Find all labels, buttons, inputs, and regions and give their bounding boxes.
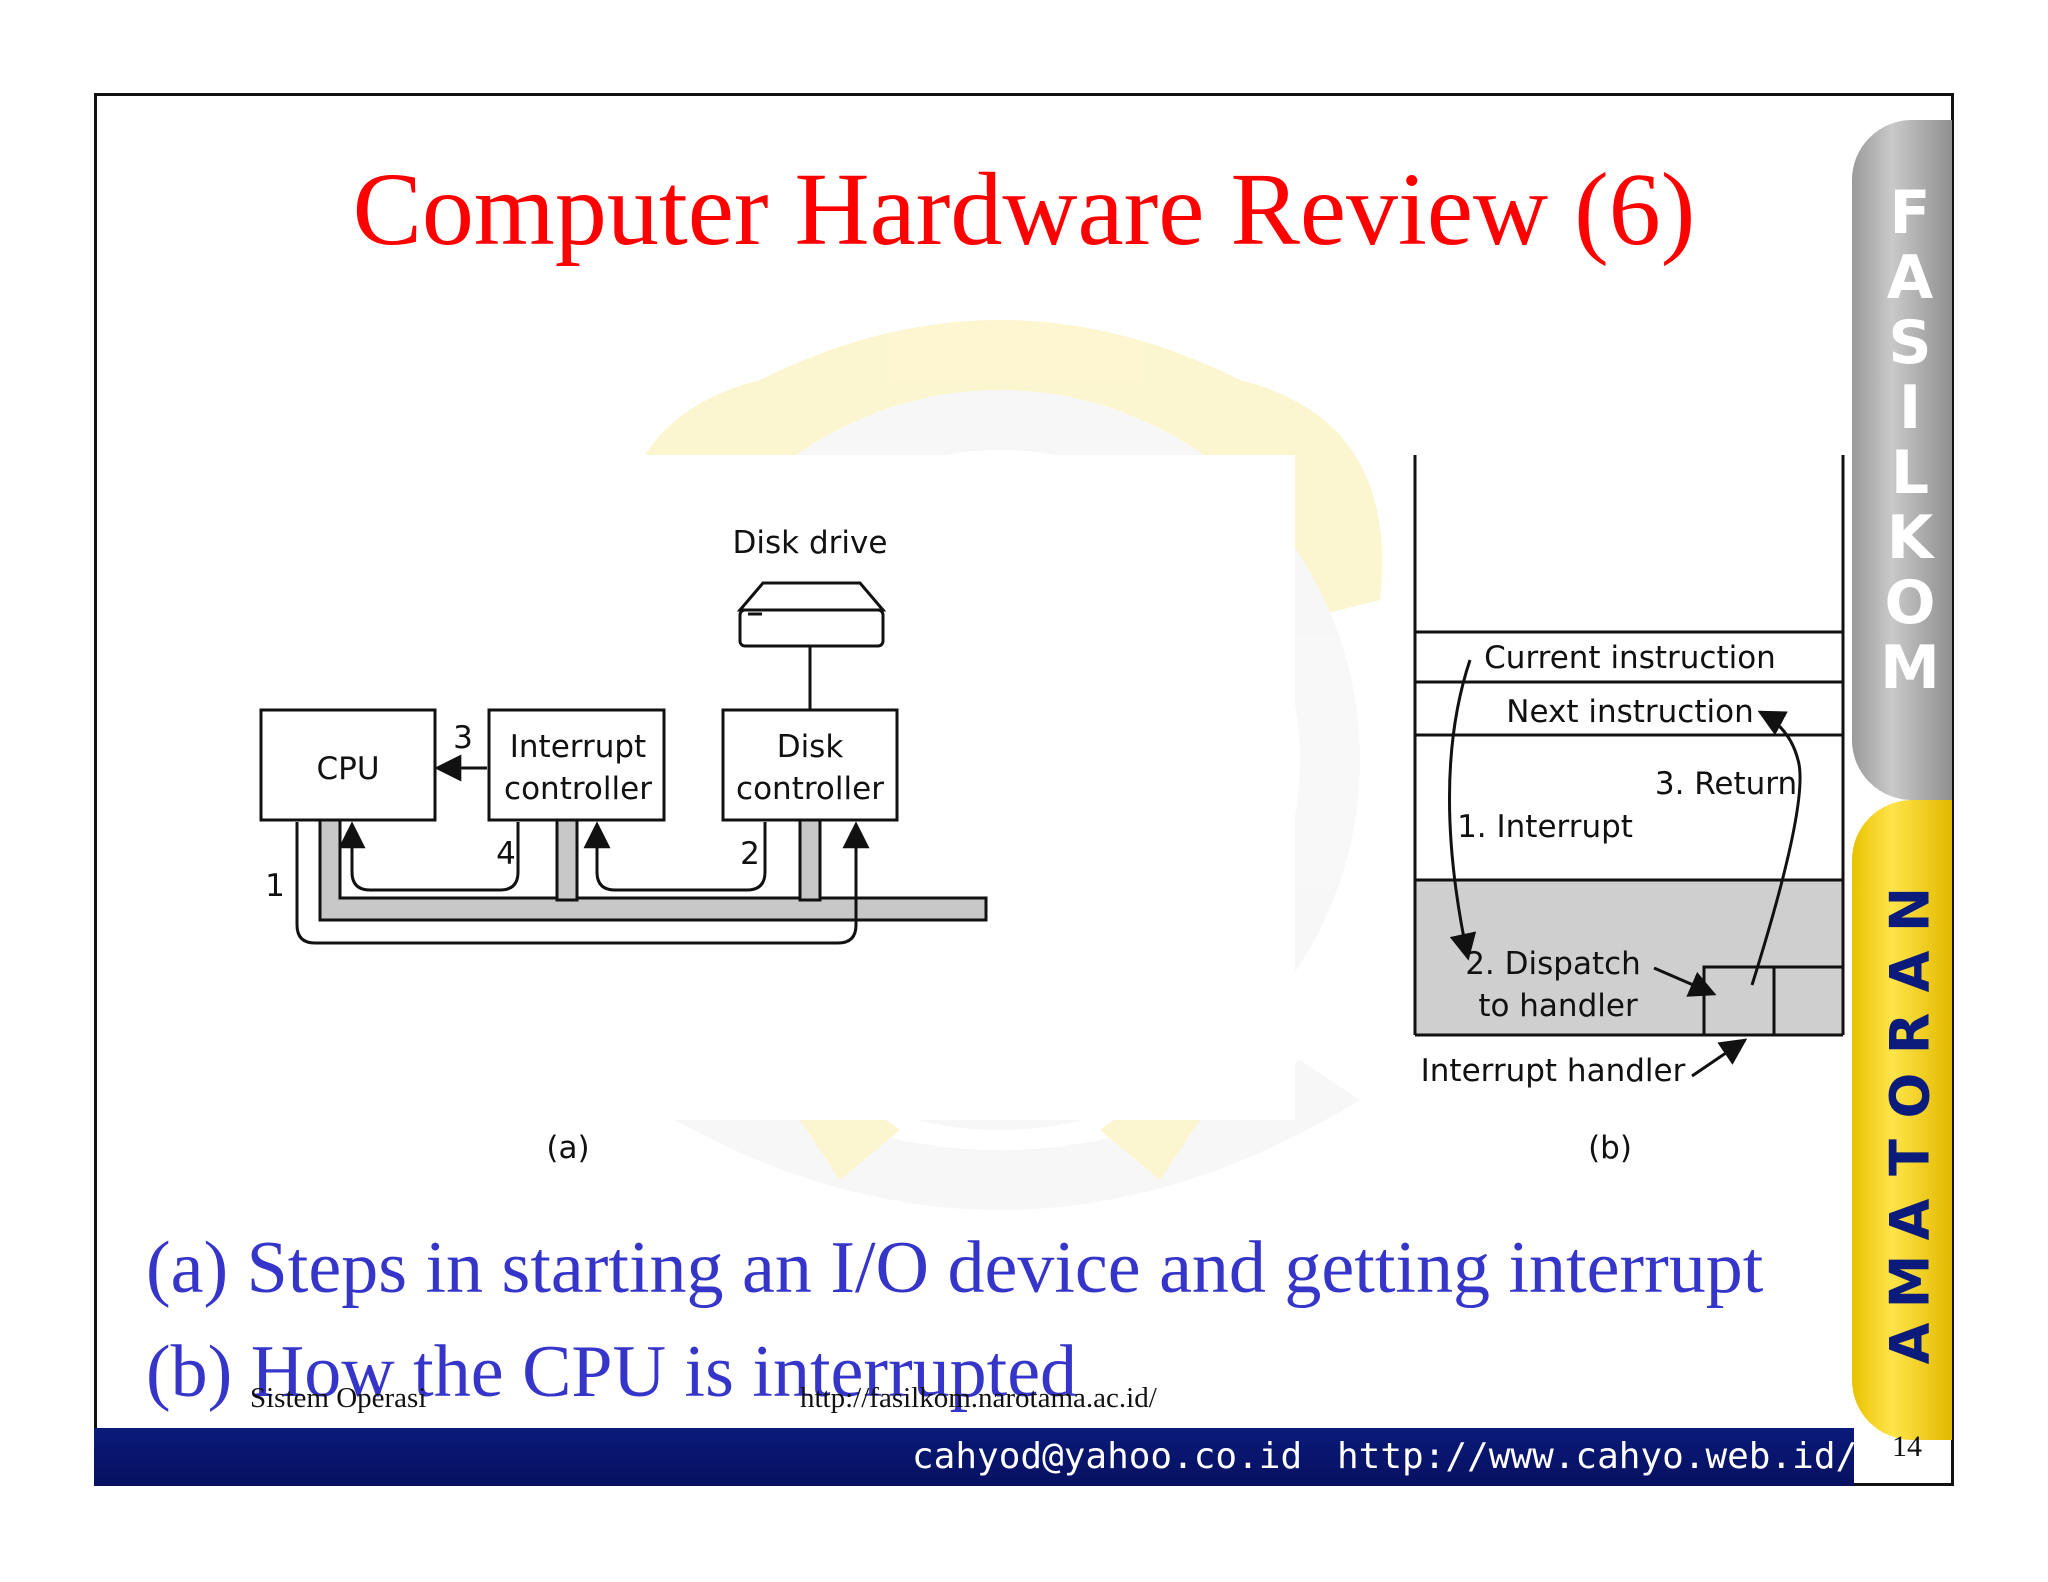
side-letter-top-5: L [1890,438,1930,508]
footer-email[interactable]: cahyod@yahoo.co.id [912,1436,1303,1477]
disk-controller-label-1: Disk [777,729,844,765]
side-letter-top-4: I [1898,373,1922,443]
step-2-label: 2 [740,836,760,872]
disk-drive-label: Disk drive [733,525,888,561]
page-number: 14 [1892,1430,1922,1463]
interrupt-handler-label: Interrupt handler [1421,1053,1686,1089]
slide-title: Computer Hardware Review (6) [352,152,1696,267]
interrupt-label: 1. Interrupt [1457,809,1633,845]
cpu-box [259,708,437,822]
dispatch-arrow [1653,966,1717,997]
footer-website[interactable]: http://www.cahyo.web.id/ [1337,1436,1858,1477]
disk-drive-icon [736,581,887,648]
dispatch-label-2: to handler [1478,988,1638,1024]
step-4-arrow [338,821,520,892]
interrupt-controller-box [487,708,666,822]
figure-b-label: (b) [1588,1130,1632,1166]
caption-b: (b) How the CPU is interrupted [146,1331,1078,1413]
side-letter-top-7: O [1884,568,1936,638]
step-4-label: 4 [496,836,516,872]
side-tab-narotama [1852,800,1952,1440]
disk-controller-label-2: controller [736,771,884,807]
side-letter-bottom-8: A [1878,1322,1942,1365]
next-instruction-label: Next instruction [1506,694,1753,730]
step-1-arrow [295,821,870,945]
figure-a-label: (a) [546,1130,589,1166]
step-1-label: 1 [265,868,285,904]
step-3-label: 3 [453,720,473,756]
interrupt-controller-label-1: Interrupt [510,729,646,765]
handler-pointer-arrow [1691,1038,1748,1078]
side-letter-top-2: A [1886,243,1934,313]
side-letter-top-6: K [1886,503,1934,573]
footer-url-small[interactable]: http://fasilkom.narotama.ac.id/ [800,1382,1157,1414]
interrupt-controller-label-2: controller [504,771,652,807]
footer-course: Sistem Operasi [250,1382,427,1414]
caption-a: (a) Steps in starting an I/O device and … [146,1227,1764,1309]
cpu-label: CPU [316,751,379,787]
disk-controller-box [721,708,899,822]
side-letter-top-3: S [1888,308,1932,378]
step-2-arrow [583,821,767,892]
return-arrow [1750,710,1802,986]
return-label: 3. Return [1655,766,1797,802]
side-letter-top-1: F [1889,178,1931,248]
side-letter-top-8: M [1880,633,1940,703]
dispatch-label-1: 2. Dispatch [1465,946,1641,982]
footer-bar [94,1428,1854,1486]
interrupt-arrow [1448,659,1477,961]
memory-stack [1413,455,1845,1037]
side-tab-fasilkom [1852,120,1952,800]
current-instruction-label: Current instruction [1484,640,1776,676]
